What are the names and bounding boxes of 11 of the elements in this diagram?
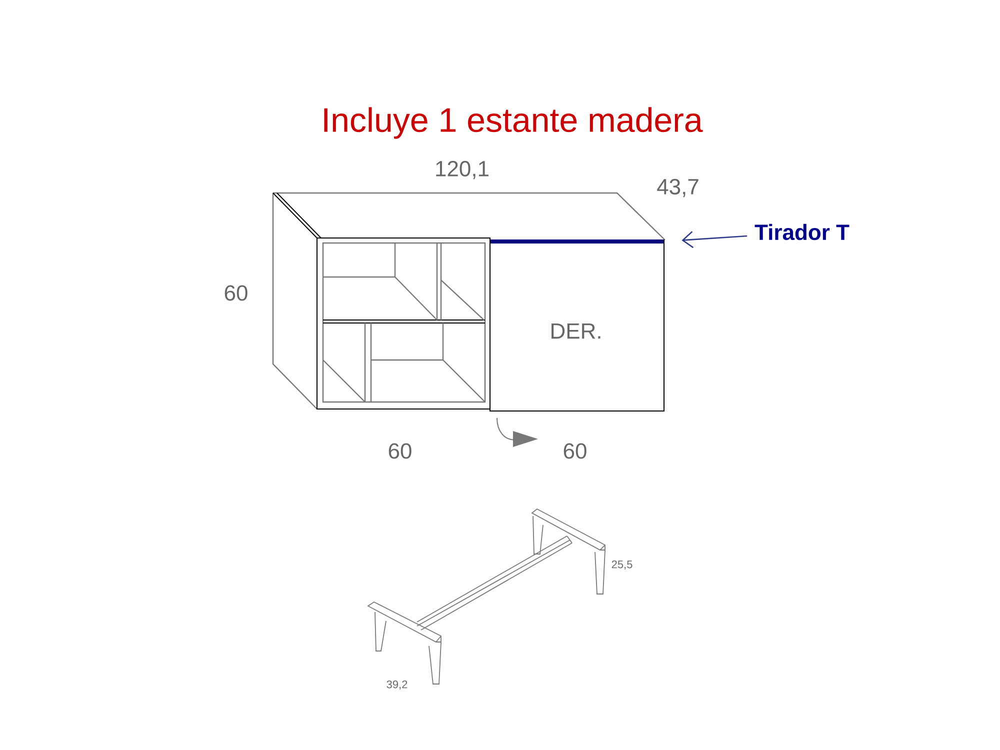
leader-arrow: [682, 231, 748, 248]
callout-label: Tirador T: [754, 224, 850, 240]
title: Incluye 1 estante madera: [324, 107, 703, 139]
dimension-label: 60: [224, 285, 248, 301]
dimension-label: 120,1: [436, 160, 488, 180]
handle-bar: [490, 240, 664, 244]
dimension-label: 43,7: [657, 178, 698, 198]
dimension-label: 60: [564, 443, 586, 459]
dimension-label: 39,2: [386, 680, 408, 690]
dimension-label: 60: [388, 443, 412, 459]
dimension-label: 25,5: [612, 560, 632, 570]
